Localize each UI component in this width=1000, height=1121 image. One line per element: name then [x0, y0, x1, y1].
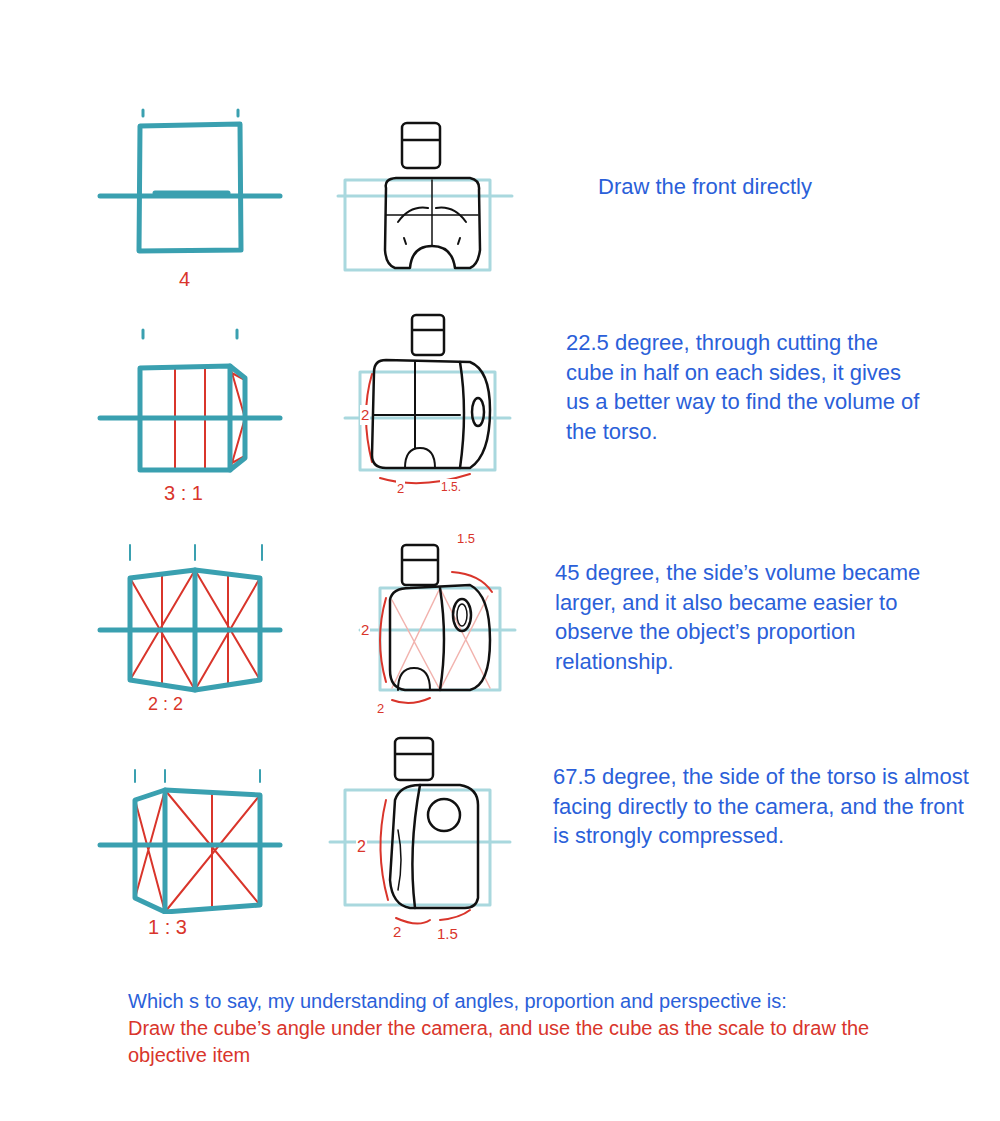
dimension-number: 1.5. — [440, 479, 462, 495]
torso-front — [338, 123, 512, 270]
dimension-number: 1.5 — [456, 530, 476, 548]
dimension-number: 3 : 1 — [163, 480, 204, 507]
cube-45 — [100, 545, 280, 690]
dimension-number: 2 : 2 — [147, 692, 184, 716]
dimension-number: 2 — [356, 836, 367, 858]
note-text: 22.5 degree, through cutting the cube in… — [566, 328, 926, 447]
note-text: Which s to say, my understanding of angl… — [128, 988, 988, 1015]
note-text: Draw the cube’s angle under the camera, … — [128, 1015, 948, 1069]
dimension-number: 2 — [360, 405, 370, 425]
dimension-number: 4 — [178, 266, 191, 293]
cube-67-5 — [100, 770, 280, 912]
note-text: 67.5 degree, the side of the torso is al… — [553, 762, 973, 851]
cube-front — [100, 110, 280, 251]
cube-22-5 — [100, 330, 280, 470]
note-text: 45 degree, the side’s volume became larg… — [555, 558, 975, 677]
dimension-number: 2 — [360, 620, 370, 640]
note-text: Draw the front directly — [598, 172, 978, 202]
dimension-number: 1.5 — [436, 924, 459, 944]
torso-67-5 — [330, 738, 510, 924]
dimension-number: 2 — [392, 922, 402, 942]
dimension-number: 2 — [376, 700, 385, 718]
dimension-number: 1 : 3 — [147, 914, 188, 941]
torso-22-5 — [345, 315, 510, 483]
dimension-number: 2 — [396, 480, 405, 498]
torso-45 — [360, 545, 515, 703]
